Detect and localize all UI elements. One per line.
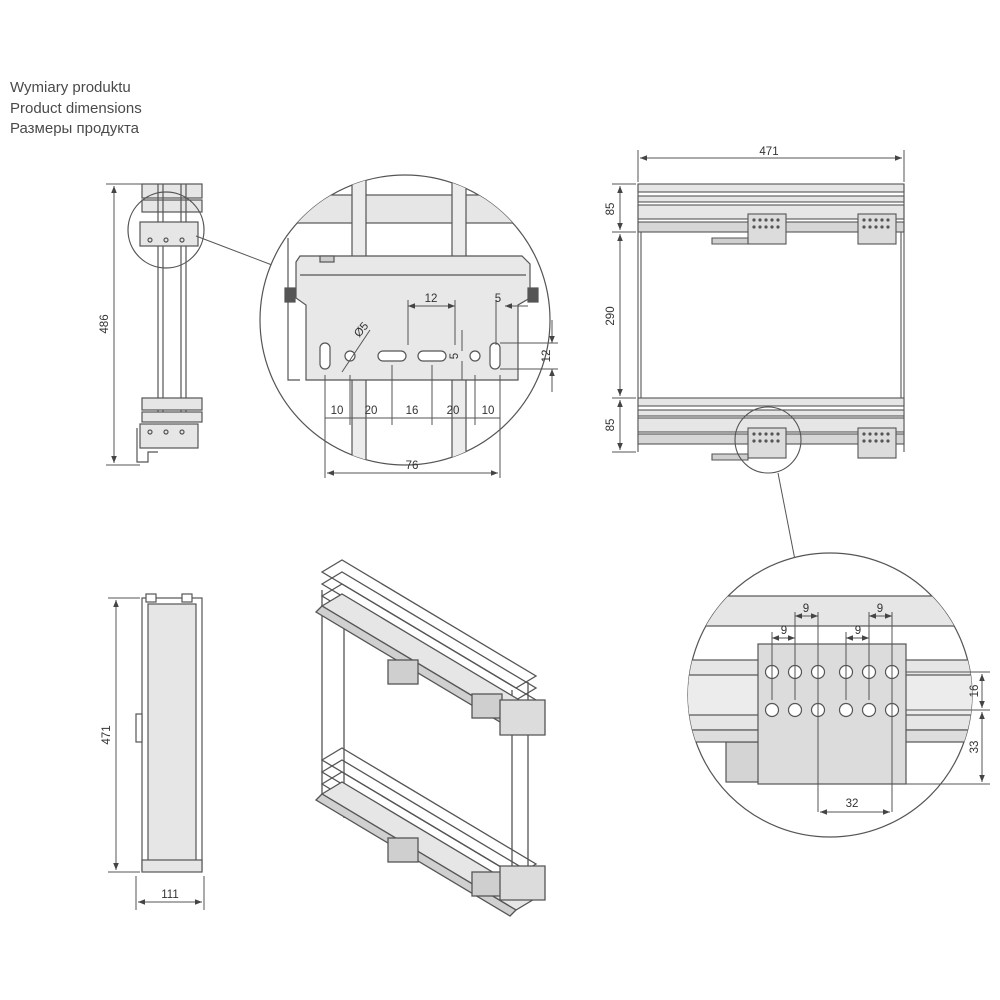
hole-pattern-dimensions	[771, 612, 990, 815]
leader-line-detail	[777, 472, 796, 561]
detail-dim-33: 33	[969, 741, 981, 754]
side-height-dimension	[106, 183, 142, 466]
title-polish: Wymiary produktu	[10, 79, 131, 96]
dim-hole-5: 5	[449, 353, 461, 359]
dim-76: 76	[406, 460, 419, 472]
front-view	[135, 593, 203, 873]
dim-20-left: 20	[365, 405, 378, 417]
dim-20-right: 20	[447, 405, 460, 417]
front-width-label: 111	[161, 889, 178, 901]
dim-16: 16	[406, 405, 419, 417]
detail-dim-9-b: 9	[877, 603, 883, 615]
detail-dim-16: 16	[969, 685, 981, 698]
side-view	[127, 183, 205, 463]
title-english: Product dimensions	[10, 99, 142, 117]
top-view-dimensions	[612, 150, 905, 453]
dim-10-left: 10	[331, 405, 344, 417]
top-view-holes	[752, 218, 890, 443]
detail-dim-32: 32	[846, 798, 859, 810]
detail-dim-9-a: 9	[803, 603, 809, 615]
bracket-dimensions	[324, 300, 558, 478]
top-view	[637, 183, 905, 461]
top-85-lower-label: 85	[605, 419, 617, 432]
title-russian: Размеры продукта	[10, 120, 140, 137]
dim-12-vertical: 12	[541, 350, 553, 363]
top-290-label: 290	[605, 306, 617, 325]
side-height-label: 486	[99, 314, 111, 333]
dim-10-right: 10	[482, 405, 495, 417]
front-height-label: 471	[101, 725, 113, 744]
isometric-view	[314, 559, 546, 917]
dim-12-horizontal: 12	[425, 293, 438, 305]
title-block: Wymiary produktu Product dimensions Разм…	[10, 78, 142, 140]
top-85-upper-label: 85	[605, 203, 617, 216]
dim-5-horizontal: 5	[495, 293, 501, 305]
detail-callout-circle	[734, 406, 802, 474]
front-view-dimensions	[108, 597, 205, 910]
leader-line-side	[195, 235, 273, 266]
detail-dim-9-c: 9	[781, 625, 787, 637]
detail-dim-9-d: 9	[855, 625, 861, 637]
top-width-label: 471	[759, 146, 778, 158]
